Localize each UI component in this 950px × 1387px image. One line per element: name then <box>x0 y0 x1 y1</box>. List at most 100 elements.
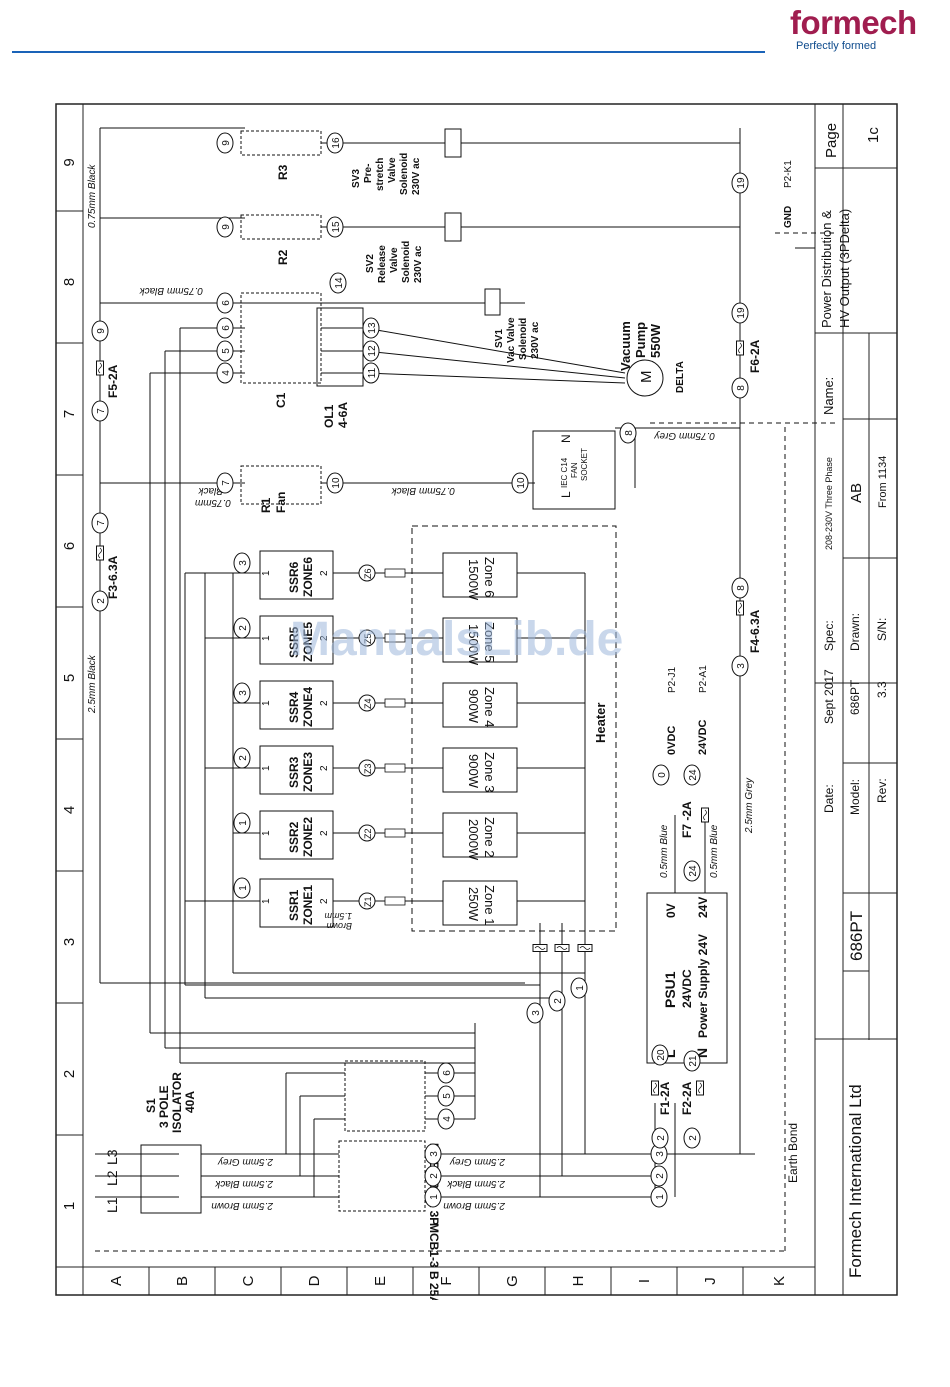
wire-number-marker: 14 <box>329 272 347 294</box>
psu-blue1: 0.5mm Blue <box>659 824 670 878</box>
grid-row-label: D <box>306 1275 323 1286</box>
wire-number: 19 <box>736 177 747 189</box>
spec-label: Spec: <box>822 620 836 651</box>
wire-number-marker: 9 <box>216 216 234 238</box>
ssr-name: SSR2 <box>287 821 301 853</box>
fan-socket2: FAN <box>570 462 579 478</box>
wire-number-marker: 7 <box>91 400 109 422</box>
sv2-line5: 230V ac <box>413 245 424 283</box>
formech-logo: formech Perfectly formed <box>790 6 940 53</box>
ssr-terminal-2: 2 <box>319 830 330 836</box>
wire-number-marker: 2 <box>233 617 251 639</box>
spec-value: 208-230V Three Phase <box>824 457 834 550</box>
wire-number-marker: 9 <box>216 132 234 154</box>
sv3-line4: Valve <box>387 157 398 183</box>
mcb13-label: MCB1-3 B 25A 1P <box>427 1223 441 1300</box>
wire-number: 13 <box>367 322 378 334</box>
sv1-line2: Vac Valve <box>506 317 517 363</box>
name-line2: HV Output (3PDelta) <box>837 209 852 328</box>
wire-number-marker: 2 <box>233 747 251 769</box>
ssr-terminal-1: 1 <box>261 765 272 771</box>
wire-number: 3 <box>238 690 249 696</box>
wire-number: 2 <box>429 1173 440 1179</box>
wire-number-marker: 5 <box>216 340 234 362</box>
zone-name: Zone 6 <box>482 557 497 597</box>
wire-number-marker: 20 <box>651 1044 669 1066</box>
wire-number-marker: 11 <box>362 362 380 384</box>
label-L2: L2 <box>104 1170 120 1186</box>
wire-number-marker: 1 <box>570 977 588 999</box>
grid-col-label: 8 <box>61 278 78 286</box>
wire-brown: 2.5mm Brown <box>443 1200 506 1211</box>
ssr-zone: ZONE5 <box>301 622 315 662</box>
wire-number: 1 <box>238 885 249 891</box>
wire-number-marker: 8 <box>731 577 749 599</box>
psu-desc: Power Supply 24V <box>696 934 710 1038</box>
wire-number: 20 <box>656 1049 667 1061</box>
fan-socket1: IEC C14 <box>560 457 569 488</box>
name-line1: Power Distribution & <box>819 210 834 328</box>
relay-r2: R2 <box>276 249 290 265</box>
grid-col-label: 6 <box>61 542 78 550</box>
zone-power: 250W <box>466 887 481 922</box>
fan-l: L <box>559 491 573 498</box>
grid-row-label: J <box>702 1277 719 1285</box>
fan-black-a: Black <box>198 485 223 496</box>
wire-number-marker: 13 <box>362 317 380 339</box>
sv1-line3: Solenoid <box>518 318 529 360</box>
wire-number: 10 <box>331 477 342 489</box>
diagram-labels: L1 L2 L3 S1 3 POLE ISOLATOR 40A Earth Bo… <box>87 153 800 1300</box>
wire-number: 15 <box>331 221 342 233</box>
model-big: 686PT <box>847 911 866 961</box>
wire-number: 9 <box>96 328 107 334</box>
psu-24vdc: 24VDC <box>697 719 709 755</box>
ssr-terminal-2: 2 <box>319 765 330 771</box>
wire-number: 2 <box>656 1135 667 1141</box>
wire-number: 2 <box>655 1173 666 1179</box>
zone-wire-marker: Z1 <box>363 896 373 907</box>
outer-frame <box>55 103 898 1296</box>
contactor-ol1-rating: 4-6A <box>336 402 350 428</box>
wire-number-marker: 15 <box>326 216 344 238</box>
wire-number: 7 <box>96 408 107 414</box>
wire-number-marker: 21 <box>683 1050 701 1072</box>
wire-number-marker: 3 <box>233 682 251 704</box>
wire-number: 8 <box>736 385 747 391</box>
wire-black: 2.5mm Black <box>446 1178 506 1189</box>
sv2-line3: Valve <box>389 247 400 273</box>
motor-name2: Pump <box>633 322 648 358</box>
fuse-symbols <box>96 340 744 1096</box>
sv2-line1: SV2 <box>365 254 376 273</box>
wire-number: 1 <box>238 820 249 826</box>
wire-number: 3 <box>531 1010 542 1016</box>
fuse-f2: F2-2A <box>680 1081 694 1115</box>
sn-label: S/N: <box>875 618 889 641</box>
zone-name: Zone 4 <box>482 687 497 727</box>
psu-blue2: 0.5mm Blue <box>709 824 720 878</box>
zone-power: 2000W <box>466 819 481 861</box>
isolator-line3: ISOLATOR <box>170 1072 184 1133</box>
black-075-top: 0.75mm Black <box>87 164 98 228</box>
sv1-line4: 230V ac <box>530 321 541 359</box>
wire-grey: 2.5mm Grey <box>449 1156 506 1167</box>
wire-number: 24 <box>688 769 699 781</box>
ssr-terminal-1: 1 <box>261 830 272 836</box>
brown-15-a: 1.5mm <box>324 911 352 921</box>
zone-name: Zone 2 <box>482 817 497 857</box>
psu-0vdc: 0VDC <box>666 726 678 755</box>
motor-power: 550W <box>648 323 663 358</box>
grid-row-label: E <box>372 1276 389 1286</box>
sv2-line2: Release <box>377 245 388 283</box>
drawn-label: Drawn: <box>848 613 862 651</box>
ssr-name: SSR4 <box>287 691 301 723</box>
zone-power: 900W <box>466 689 481 724</box>
ssr-terminal-2: 2 <box>319 700 330 706</box>
zone-power: 1500W <box>466 624 481 666</box>
ssr-name: SSR3 <box>287 756 301 788</box>
wire-number: 2 <box>553 998 564 1004</box>
gnd-label: GND <box>783 206 794 228</box>
